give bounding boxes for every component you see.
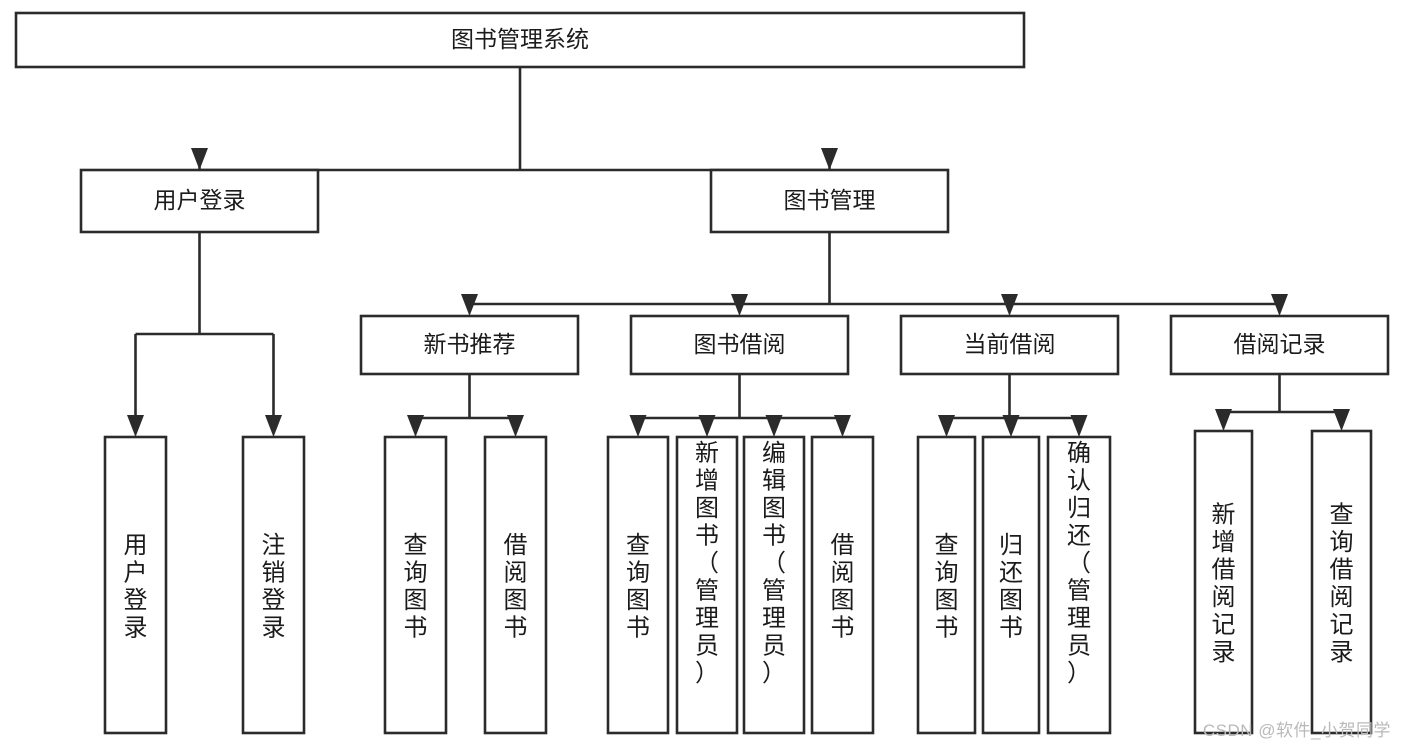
node-box[interactable] bbox=[1310, 429, 1373, 735]
node-leaf-query-book-current[interactable]: 查询图书 bbox=[916, 435, 977, 735]
node-new-book-recommend[interactable]: 新书推荐 bbox=[359, 314, 580, 376]
node-box[interactable] bbox=[1046, 435, 1112, 735]
node-book-borrow[interactable]: 图书借阅 bbox=[629, 314, 850, 376]
arrow-head-icon bbox=[1001, 294, 1018, 316]
node-leaf-return-book[interactable]: 归还图书 bbox=[981, 435, 1041, 735]
node-leaf-user-login[interactable]: 用户登录 bbox=[103, 435, 168, 735]
node-box[interactable] bbox=[383, 435, 448, 735]
arrow-head-icon bbox=[1271, 294, 1288, 316]
arrow-head-icon bbox=[265, 415, 282, 437]
node-leaf-query-book-recommend[interactable]: 查询图书 bbox=[383, 435, 448, 735]
node-leaf-borrow-book[interactable]: 借阅图书 bbox=[810, 435, 875, 735]
node-label: 新书推荐 bbox=[424, 331, 516, 357]
node-label: 借阅图书 bbox=[504, 532, 528, 642]
arrow-head-icon bbox=[1215, 409, 1232, 431]
node-layer: 图书管理系统用户登录图书管理新书推荐图书借阅当前借阅借阅记录用户登录注销登录查询… bbox=[14, 11, 1390, 735]
node-box[interactable] bbox=[742, 435, 806, 735]
arrow-head-icon bbox=[938, 415, 955, 437]
node-leaf-confirm-return-admin[interactable]: 确认归还（管理员） bbox=[1046, 435, 1112, 735]
node-box[interactable] bbox=[709, 168, 950, 234]
node-box[interactable] bbox=[629, 314, 850, 376]
arrow-head-icon bbox=[821, 148, 838, 170]
arrow-head-icon bbox=[765, 415, 783, 437]
arrow-head-icon bbox=[507, 415, 524, 437]
node-box[interactable] bbox=[483, 435, 548, 735]
node-box[interactable] bbox=[606, 435, 670, 735]
node-box[interactable] bbox=[1193, 429, 1254, 735]
node-root[interactable]: 图书管理系统 bbox=[14, 11, 1026, 69]
arrow-head-icon bbox=[1070, 415, 1088, 437]
node-label: 用户登录 bbox=[154, 187, 246, 213]
node-label: 借阅记录 bbox=[1234, 331, 1326, 357]
node-box[interactable] bbox=[241, 435, 306, 735]
node-label: 借阅图书 bbox=[831, 532, 855, 642]
arrow-head-icon bbox=[698, 415, 716, 437]
node-label: 图书借阅 bbox=[694, 331, 786, 357]
node-label: 当前借阅 bbox=[964, 331, 1056, 357]
arrow-head-icon bbox=[1333, 409, 1350, 431]
node-book-management[interactable]: 图书管理 bbox=[709, 168, 950, 234]
node-leaf-logout-login[interactable]: 注销登录 bbox=[241, 435, 306, 735]
node-box[interactable] bbox=[981, 435, 1041, 735]
node-leaf-add-borrow-record[interactable]: 新增借阅记录 bbox=[1193, 429, 1254, 735]
arrow-head-icon bbox=[731, 294, 748, 316]
arrow-head-icon bbox=[629, 415, 647, 437]
node-label: 图书管理 bbox=[784, 187, 876, 213]
node-label: 注销登录 bbox=[262, 532, 286, 642]
node-label: 归还图书 bbox=[999, 532, 1023, 642]
node-box[interactable] bbox=[103, 435, 168, 735]
connector-layer bbox=[127, 67, 1350, 437]
node-label: 图书管理系统 bbox=[451, 26, 589, 52]
node-leaf-add-book-admin[interactable]: 新增图书（管理员） bbox=[675, 435, 739, 735]
node-leaf-edit-book-admin[interactable]: 编辑图书（管理员） bbox=[742, 435, 806, 735]
node-user-login[interactable]: 用户登录 bbox=[79, 168, 320, 234]
node-box[interactable] bbox=[810, 435, 875, 735]
arrow-head-icon bbox=[407, 415, 424, 437]
node-leaf-query-borrow-record[interactable]: 查询借阅记录 bbox=[1310, 429, 1373, 735]
node-current-borrow[interactable]: 当前借阅 bbox=[899, 314, 1120, 376]
node-label: 新增图书（管理员） bbox=[695, 440, 719, 687]
node-label: 查询图书 bbox=[404, 532, 428, 642]
node-box[interactable] bbox=[79, 168, 320, 234]
node-label: 用户登录 bbox=[124, 532, 148, 642]
arrow-head-icon bbox=[127, 415, 144, 437]
arrow-head-icon bbox=[191, 148, 208, 170]
arrow-head-icon bbox=[461, 294, 478, 316]
node-label: 查询借阅记录 bbox=[1330, 502, 1354, 667]
node-label: 查询图书 bbox=[935, 532, 959, 642]
node-label: 新增借阅记录 bbox=[1212, 502, 1236, 667]
node-borrow-record[interactable]: 借阅记录 bbox=[1169, 314, 1390, 376]
node-box[interactable] bbox=[359, 314, 580, 376]
node-box[interactable] bbox=[1169, 314, 1390, 376]
node-leaf-borrow-book-recommend[interactable]: 借阅图书 bbox=[483, 435, 548, 735]
node-label: 编辑图书（管理员） bbox=[762, 440, 786, 687]
arrow-head-icon bbox=[1002, 415, 1020, 437]
node-box[interactable] bbox=[675, 435, 739, 735]
node-label: 确认归还（管理员） bbox=[1067, 440, 1091, 687]
node-leaf-query-book-borrow[interactable]: 查询图书 bbox=[606, 435, 670, 735]
node-box[interactable] bbox=[916, 435, 977, 735]
arrow-head-icon bbox=[834, 415, 851, 437]
node-label: 查询图书 bbox=[626, 532, 650, 642]
node-box[interactable] bbox=[899, 314, 1120, 376]
node-box[interactable] bbox=[14, 11, 1026, 69]
